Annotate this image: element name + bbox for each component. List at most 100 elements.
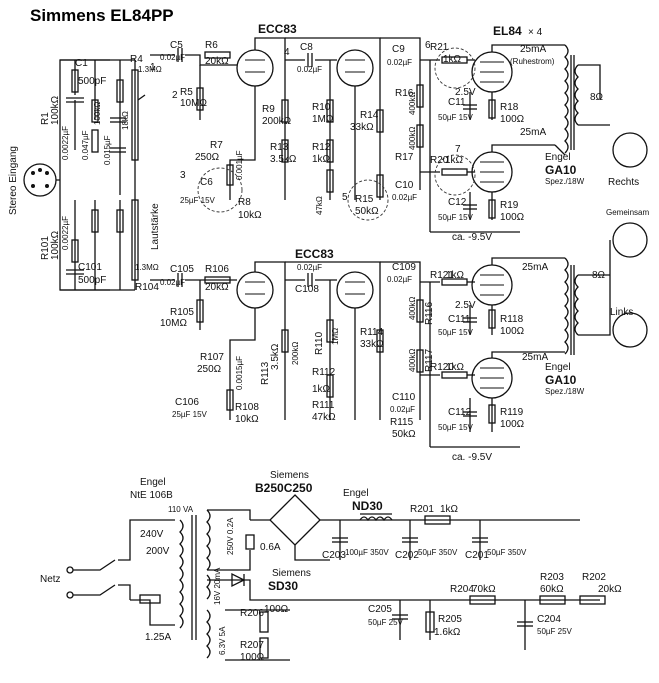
bottom-ot-rating: Spez./18W [545, 387, 585, 396]
marker-6: 6 [425, 40, 431, 51]
r119-value: 100Ω [500, 419, 525, 430]
top-tone-network: C1 500pF R1 100kΩ 0.0022µF 0.047µF 100kΩ… [40, 54, 162, 200]
c9-label: C9 [392, 44, 405, 55]
input-label: Stereo Eingang [8, 146, 19, 215]
c112-value: 50µF 15V [438, 423, 474, 432]
r12-label: R12 [312, 142, 331, 153]
r19-value: 100Ω [500, 212, 525, 223]
marker-5: 5 [342, 192, 348, 203]
volume-label: Lautstärke [150, 203, 161, 250]
r19-label: R19 [500, 200, 519, 211]
r15-value: 50kΩ [355, 206, 379, 217]
r205-label: R205 [438, 614, 462, 625]
diode-model: SD30 [268, 579, 298, 593]
hv-secondary: 250V 0.2A [226, 517, 235, 555]
c105-value: 0.02µF [160, 278, 185, 287]
r101-label: R101 [40, 236, 51, 260]
c10-value: 0.02µF [392, 193, 417, 202]
c101-label: C101 [78, 262, 102, 273]
r108-label: R108 [235, 402, 259, 413]
c203-label: C203 [322, 550, 346, 561]
r114-value: 33kΩ [360, 339, 384, 350]
r4-value: 1.3MΩ [138, 65, 162, 74]
marker-7: 7 [455, 144, 461, 155]
c3-value: 0.047µF [81, 130, 90, 160]
c204-label: C204 [537, 614, 561, 625]
r20-value: 1kΩ [445, 155, 464, 166]
r7-value: 250Ω [195, 152, 220, 163]
r2-value: 100kΩ [93, 102, 102, 125]
r109-value: 200kΩ [291, 342, 300, 365]
c106-label: C106 [175, 397, 199, 408]
r205-value: 1.6kΩ [434, 627, 461, 638]
r119-label: R119 [500, 407, 524, 418]
c8-label: C8 [300, 42, 313, 53]
marker-3: 3 [180, 170, 186, 181]
tube-ecc83-bottom-2 [336, 271, 374, 309]
r16-label: R16 [395, 88, 414, 99]
pt-model: NtE 106B [130, 490, 173, 501]
r112-label: R112 [312, 367, 336, 378]
tube-ecc83-bottom-1 [236, 271, 274, 309]
c109-label: C109 [392, 262, 416, 273]
mains-fuse: 1.25A [145, 632, 171, 643]
r107-label: R107 [200, 352, 224, 363]
marker-1: 1 [150, 62, 156, 73]
bottom-idle-current: 25mA [522, 262, 548, 273]
r101-value: 100kΩ [50, 230, 61, 260]
r18-label: R18 [500, 102, 519, 113]
r108-value: 10kΩ [235, 414, 259, 425]
r121-value: 1kΩ [446, 270, 465, 281]
top-ecc83-label: ECC83 [258, 22, 297, 36]
choke-maker: Engel [343, 488, 369, 499]
r106-label: R106 [205, 264, 229, 275]
r120-label: R120 [430, 362, 454, 373]
c7-value: 0.001µF [235, 150, 244, 180]
top-idle-note: (Ruhestrom) [510, 57, 555, 66]
pt-maker: Engel [140, 477, 166, 488]
c205-value: 50µF 25V [368, 618, 404, 627]
r117-value: 400kΩ [408, 349, 417, 372]
r206-value: 100Ω [264, 604, 289, 615]
c1-value: 500pF [78, 76, 106, 87]
r21-label: R21 [430, 42, 449, 53]
r21-value: 1kΩ [443, 54, 462, 65]
c106-value: 25µF 15V [172, 410, 208, 419]
r118-value: 100Ω [500, 326, 525, 337]
output-common-label: Gemeinsam [606, 208, 649, 217]
primary-240: 240V [140, 529, 164, 540]
c110-label: C110 [392, 392, 416, 403]
c105-label: C105 [170, 264, 194, 275]
c110-value: 0.02µF [390, 405, 415, 414]
c9-value: 0.02µF [387, 58, 412, 67]
c2-value: 0.0022µF [61, 126, 70, 160]
r111-value: 47kΩ [312, 412, 336, 423]
r17-label: R17 [395, 152, 414, 163]
r110-value: 1MΩ [331, 328, 340, 345]
top-power-stage: EL84 × 4 R21 1kΩ R20 1kΩ 2.5V C11 50µF 1… [420, 24, 555, 243]
c204-value: 50µF 25V [537, 627, 573, 636]
test-point-markers: 1 2 3 4 5 6 7 [150, 40, 461, 203]
c102-value: 0.0022µF [61, 216, 70, 250]
power-tube-count: × 4 [528, 27, 543, 38]
c202-value: 50µF 350V [418, 548, 458, 557]
r118-label: R118 [500, 314, 524, 325]
hv-fuse: 0.6A [260, 542, 281, 553]
c108-value: 0.02µF [297, 263, 322, 272]
c111-label: C111 [448, 314, 471, 325]
r9-label: R9 [262, 104, 275, 115]
top-idle-current: 25mA [520, 44, 546, 55]
bottom-ot-model: GA10 [545, 373, 577, 387]
c10-label: C10 [395, 180, 414, 191]
power-supply: Engel NtE 106B 110 VA Netz 1.25A 240V 20… [40, 470, 622, 663]
tube-ecc83-top-1 [236, 49, 274, 87]
c11-value: 50µF 15V [438, 113, 474, 122]
bottom-preamp: ECC83 C105 0.02µF R106 20kΩ R105 10MΩ R1… [150, 247, 435, 440]
r12-value: 1kΩ [312, 154, 331, 165]
bottom-idle-current-2: 25mA [522, 352, 548, 363]
bottom-ecc83-label: ECC83 [295, 247, 334, 261]
bridge-maker: Siemens [270, 470, 309, 481]
top-ot-rating: Spez./18W [545, 177, 585, 186]
top-ohms: 8Ω [590, 92, 604, 103]
r113-value: 3.5kΩ [270, 343, 281, 370]
